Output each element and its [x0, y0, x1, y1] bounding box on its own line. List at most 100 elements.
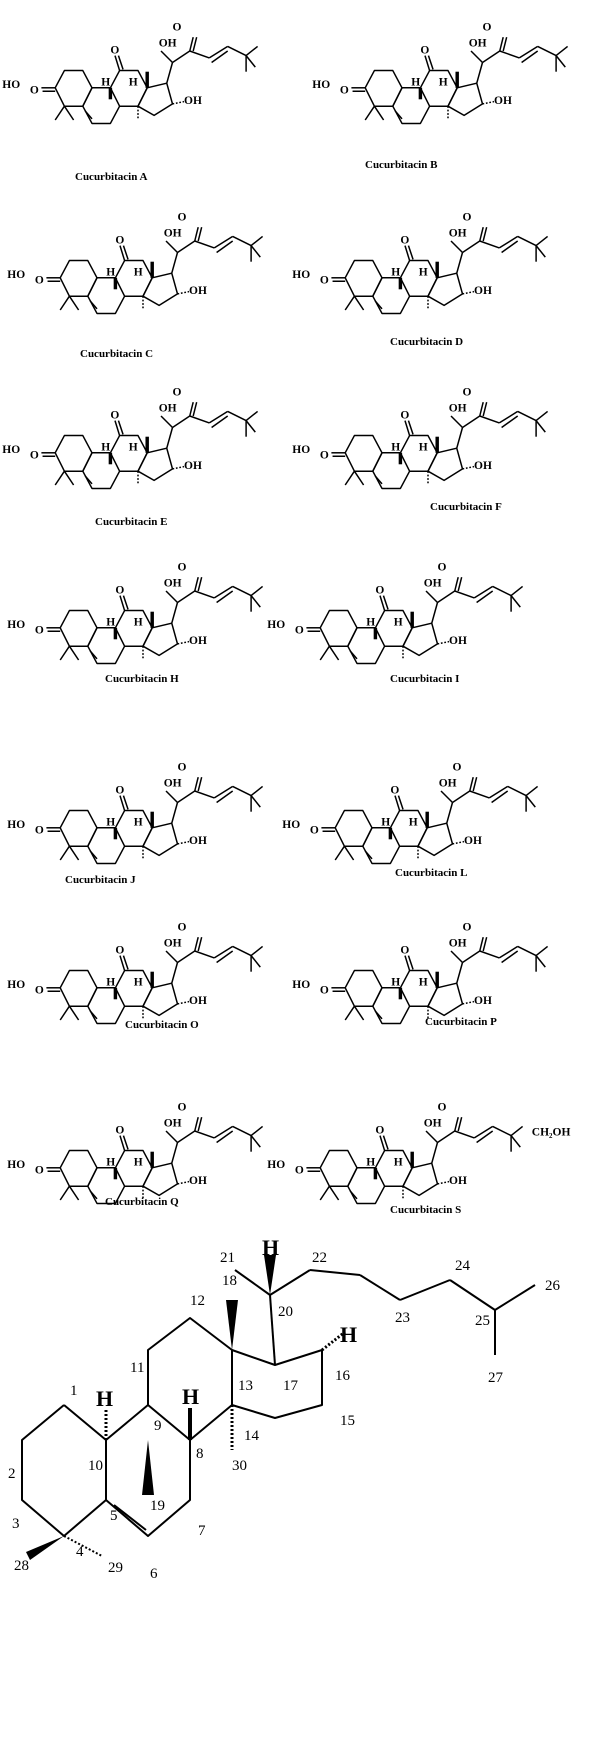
atom-label: OH — [449, 402, 467, 414]
carbon-number-label: 5 — [110, 1508, 118, 1524]
triterpene-core — [304, 1115, 525, 1206]
atom-label: H — [419, 267, 428, 279]
triterpene-core — [39, 35, 260, 126]
atom-label: H — [391, 267, 400, 279]
atom-label: OH — [164, 227, 182, 239]
atom-label: O — [35, 985, 44, 997]
carbon-number-label: 10 — [88, 1458, 103, 1474]
carbon-number-label: 12 — [190, 1293, 205, 1309]
carbon-number-label: 25 — [475, 1313, 490, 1329]
atom-label: O — [30, 85, 39, 97]
atom-label: H — [394, 617, 403, 629]
atom-label: HO — [7, 619, 25, 631]
carbon-number-label: 17 — [283, 1378, 299, 1394]
atom-label: O — [400, 234, 409, 246]
atom-label: O — [483, 21, 492, 33]
atom-label: O — [30, 450, 39, 462]
carbon-number-label: 24 — [455, 1258, 471, 1274]
compound-caption: Cucurbitacin C — [80, 348, 153, 360]
atom-label: O — [438, 1101, 447, 1113]
triterpene-core — [349, 35, 570, 126]
atom-label: OH — [449, 227, 467, 239]
atom-label: HO — [292, 444, 310, 456]
atom-label: O — [115, 1124, 124, 1136]
compound-caption: Cucurbitacin A — [75, 171, 147, 183]
atom-label: O — [178, 761, 187, 773]
carbon-number-label: 15 — [340, 1413, 355, 1429]
triterpene-core — [44, 775, 265, 866]
triterpene-core — [44, 1115, 265, 1206]
carbon-number-label: 27 — [488, 1370, 504, 1386]
atom-label: H — [134, 267, 143, 279]
atom-label: O — [463, 386, 472, 398]
atom-label: OH — [164, 937, 182, 949]
atom-label: H — [101, 442, 110, 454]
compound-caption: Cucurbitacin I — [390, 673, 459, 685]
carbon-number-label: 11 — [130, 1360, 144, 1376]
atom-label: H — [394, 1157, 403, 1169]
atom-label: H — [391, 977, 400, 989]
atom-label: O — [110, 409, 119, 421]
compound-caption: Cucurbitacin L — [395, 867, 467, 879]
atom-label: H — [106, 977, 115, 989]
atom-label: OH — [449, 1175, 467, 1187]
triterpene-core — [319, 775, 540, 866]
hydrogen-label: H — [340, 1322, 357, 1347]
atom-label: O — [115, 584, 124, 596]
carbon-number-label: 3 — [12, 1516, 20, 1532]
atom-label: HO — [292, 979, 310, 991]
hydrogen-label: H — [96, 1386, 113, 1411]
compound-caption: Cucurbitacin B — [365, 159, 438, 171]
hydrogen-label: H — [182, 1384, 199, 1409]
compound-caption: Cucurbitacin D — [390, 336, 463, 348]
atom-label: H — [134, 1157, 143, 1169]
triterpene-core — [304, 575, 525, 666]
atom-label: HO — [267, 1159, 285, 1171]
atom-label: HO — [267, 619, 285, 631]
carbon-number-label: 21 — [220, 1250, 235, 1266]
compound-caption: Cucurbitacin E — [95, 516, 167, 528]
atom-label: HO — [2, 444, 20, 456]
atom-label: H — [381, 817, 390, 829]
atom-label: O — [35, 825, 44, 837]
atom-label: H — [106, 267, 115, 279]
atom-label: OH — [164, 577, 182, 589]
atom-label: H — [419, 977, 428, 989]
compound-caption: Cucurbitacin H — [105, 673, 179, 685]
atom-label: O — [178, 211, 187, 223]
atom-label: O — [438, 561, 447, 573]
atom-label: H — [101, 77, 110, 89]
atom-label: OH — [474, 460, 492, 472]
triterpene-core — [39, 400, 260, 491]
atom-label: OH — [159, 37, 177, 49]
atom-label: OH — [439, 777, 457, 789]
atom-label: O — [400, 944, 409, 956]
carbon-number-label: 13 — [238, 1378, 253, 1394]
atom-label: H — [106, 1157, 115, 1169]
carbon-number-label: 19 — [150, 1498, 165, 1514]
carbon-number-label: 8 — [196, 1446, 204, 1462]
carbon-number-label: 28 — [14, 1558, 29, 1574]
atom-label: H — [366, 617, 375, 629]
atom-label: HO — [2, 79, 20, 91]
atom-label: O — [295, 1165, 304, 1177]
atom-label: OH — [189, 1175, 207, 1187]
atom-label: OH — [184, 95, 202, 107]
atom-label: HO — [292, 269, 310, 281]
atom-label: O — [320, 450, 329, 462]
atom-label: OH — [469, 37, 487, 49]
carbon-number-label: 16 — [335, 1368, 351, 1384]
compound-caption: Cucurbitacin J — [65, 874, 136, 886]
atom-label: O — [375, 1124, 384, 1136]
atom-label: O — [463, 921, 472, 933]
atom-label: OH — [449, 937, 467, 949]
atom-label: O — [295, 625, 304, 637]
atom-label: OH — [424, 1117, 442, 1129]
